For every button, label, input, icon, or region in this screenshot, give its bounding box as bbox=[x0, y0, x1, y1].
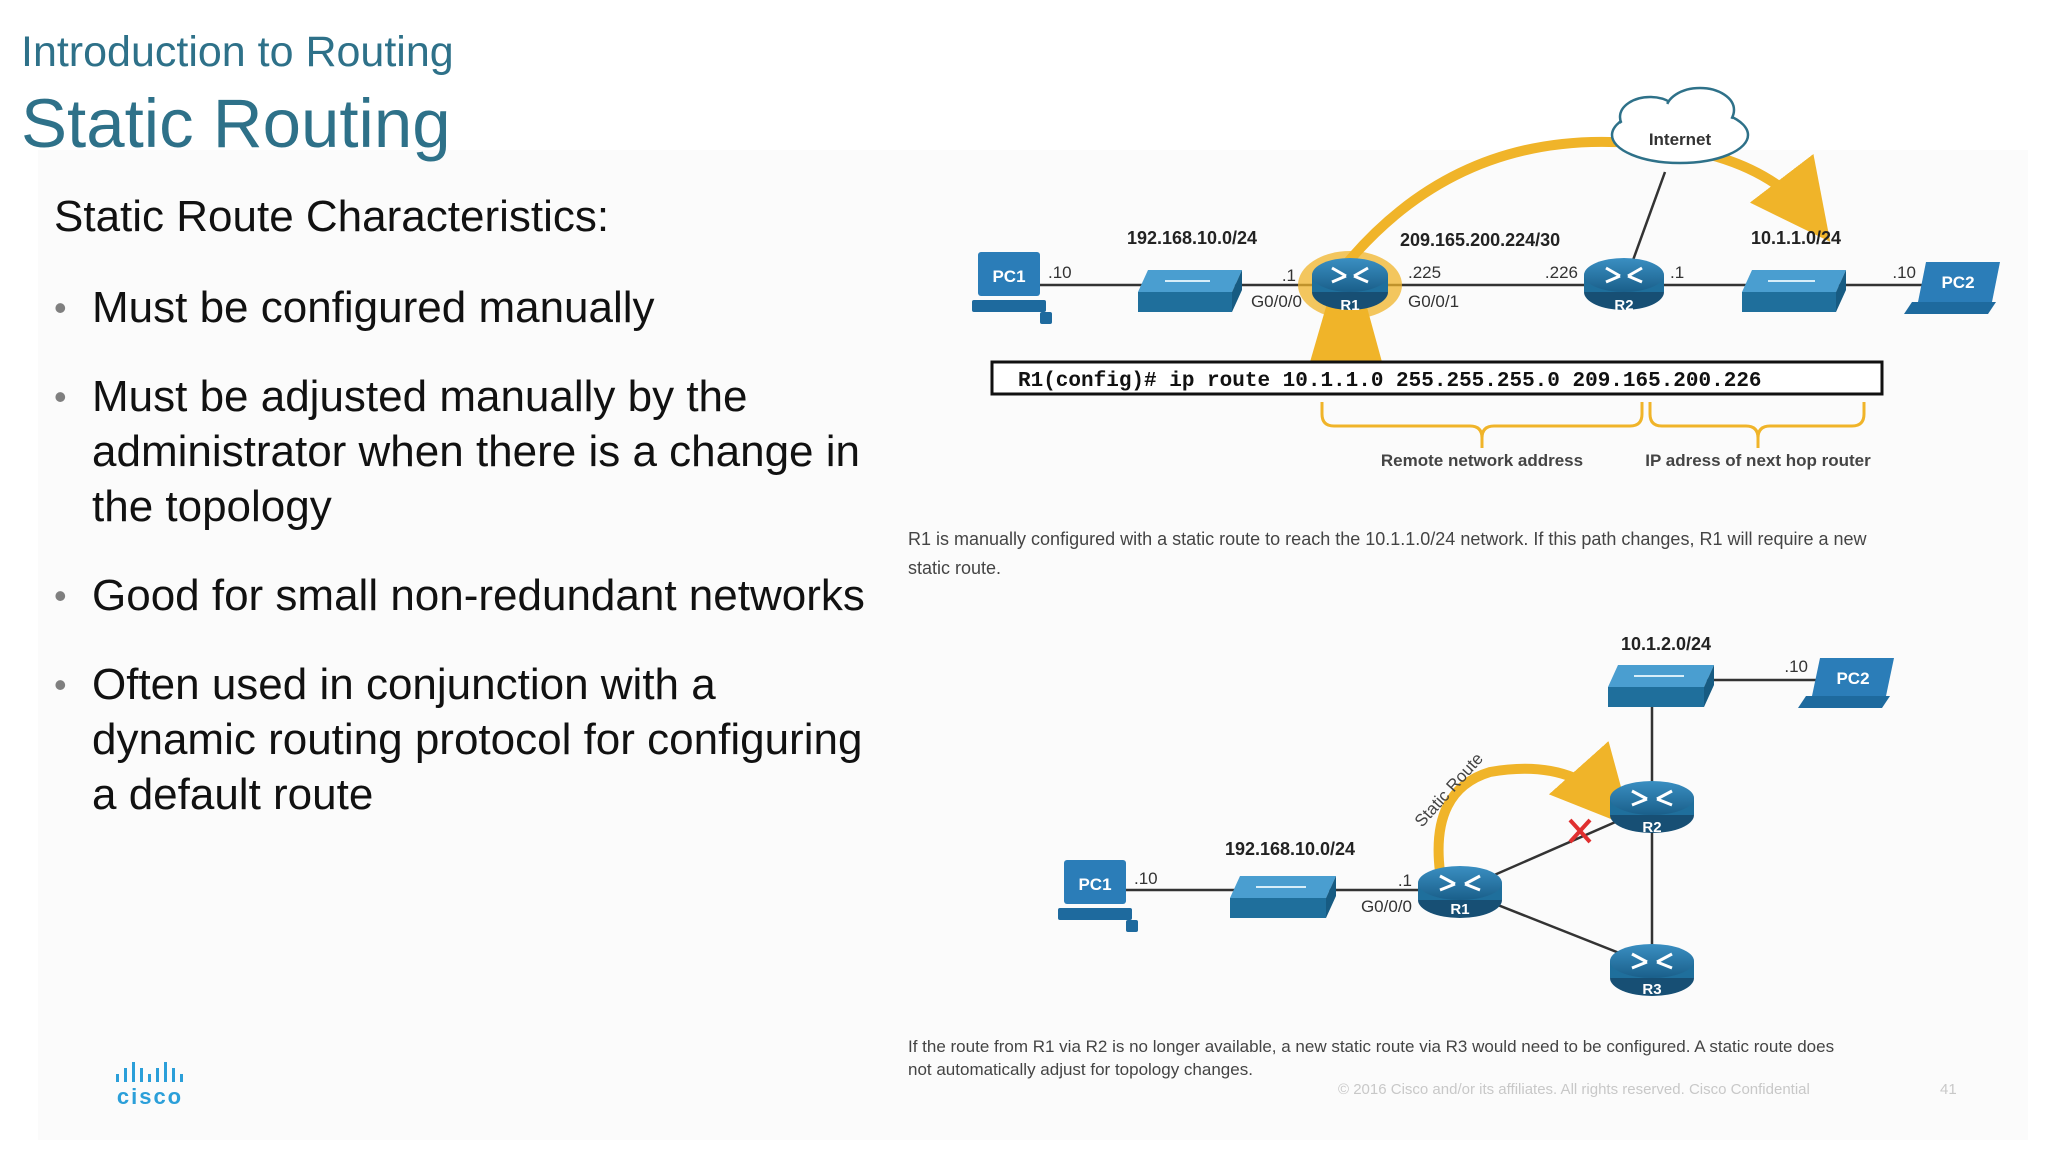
r2-right-host-label: .1 bbox=[1670, 263, 1684, 282]
bullet-dot: • bbox=[54, 287, 67, 328]
diagram-two: Static Route 10.1.2.0/24 192.168.10.0/24… bbox=[908, 634, 1894, 1079]
brace-next-hop bbox=[1648, 402, 1866, 448]
diagram1-caption-line1: R1 is manually configured with a static … bbox=[908, 529, 1868, 549]
diagram2-caption-line2: not automatically adjust for topology ch… bbox=[908, 1060, 1253, 1079]
diagram2-caption-line1: If the route from R1 via R2 is no longer… bbox=[908, 1037, 1834, 1056]
pc1-host-label: .10 bbox=[1048, 263, 1072, 282]
r3-label: R3 bbox=[1642, 981, 1661, 998]
router-r2-icon bbox=[1584, 258, 1664, 310]
command-text: R1(config)# ip route 10.1.1.0 255.255.25… bbox=[1018, 370, 1762, 393]
bullet-list: • Must be configured manually • Must be ad… bbox=[54, 280, 874, 856]
brace2-label: IP adress of next hop router bbox=[1645, 451, 1871, 470]
cisco-wordmark: cisco bbox=[117, 1084, 183, 1109]
footer-copyright: © 2016 Cisco and/or its affiliates. All … bbox=[1338, 1081, 1810, 1098]
r1-right-host-label: .225 bbox=[1408, 263, 1441, 282]
footer-page-number: 41 bbox=[1940, 1081, 1957, 1098]
internet-cloud-icon bbox=[1610, 86, 1750, 165]
bullet-item: • Good for small non-redundant networks bbox=[54, 568, 874, 623]
switch-left-icon bbox=[1138, 270, 1242, 312]
net-mid-label: 209.165.200.224/30 bbox=[1400, 230, 1560, 250]
static-route-arrow bbox=[1433, 741, 1633, 873]
pc1-host-label: .10 bbox=[1134, 869, 1158, 888]
diagram-one: Internet 192.168.10.0/24 209.165.200.224… bbox=[908, 86, 2000, 578]
content-heading: Static Route Characteristics: bbox=[54, 192, 610, 241]
router-r1-icon bbox=[1418, 866, 1502, 918]
switch-right-icon bbox=[1742, 270, 1846, 312]
pc1-label: PC1 bbox=[1078, 875, 1111, 894]
net-left-label: 192.168.10.0/24 bbox=[1127, 228, 1257, 248]
pc1-icon bbox=[1058, 860, 1138, 932]
r1-left-host-label: .1 bbox=[1282, 266, 1296, 285]
pc1-icon bbox=[972, 252, 1052, 324]
switch-top-icon bbox=[1608, 665, 1714, 707]
slide-title: Static Routing bbox=[21, 85, 451, 162]
r2-left-host-label: .226 bbox=[1545, 263, 1578, 282]
bullet-dot: • bbox=[54, 664, 67, 705]
bullet-text: Good for small non-redundant networks bbox=[92, 571, 865, 620]
bullet-text: Must be adjusted manually by the adminis… bbox=[92, 372, 860, 531]
r1-label: R1 bbox=[1340, 297, 1359, 314]
net-left-label: 192.168.10.0/24 bbox=[1225, 839, 1355, 859]
command-box bbox=[990, 360, 1884, 396]
bullet-item: • Must be adjusted manually by the admini… bbox=[54, 369, 874, 534]
bullet-dot: • bbox=[54, 575, 67, 616]
pc2-label: PC2 bbox=[1836, 669, 1869, 688]
brace-remote-network bbox=[1320, 402, 1644, 448]
pc1-label: PC1 bbox=[992, 267, 1025, 286]
r2-label: R2 bbox=[1642, 819, 1661, 836]
diagram1-caption-line2: static route. bbox=[908, 558, 1001, 578]
failed-link-icon bbox=[1568, 818, 1592, 844]
bullet-dot: • bbox=[54, 376, 67, 417]
router-r2-icon bbox=[1610, 781, 1694, 833]
bullet-item: • Must be configured manually bbox=[54, 280, 874, 335]
router-r3-icon bbox=[1610, 944, 1694, 996]
r1-right-port-label: G0/0/1 bbox=[1408, 292, 1459, 311]
r1-host-label: .1 bbox=[1398, 871, 1412, 890]
pc2-host-label: .10 bbox=[1784, 657, 1808, 676]
r1-label: R1 bbox=[1450, 901, 1469, 918]
switch-left-icon bbox=[1230, 876, 1336, 918]
r1-left-port-label: G0/0/0 bbox=[1251, 292, 1302, 311]
pc2-laptop-icon bbox=[1798, 658, 1894, 708]
router-r1-icon bbox=[1298, 251, 1402, 319]
cisco-logo bbox=[116, 1062, 183, 1082]
bullet-text: Often used in conjunction with a dynamic… bbox=[92, 660, 863, 819]
r1-port-label: G0/0/0 bbox=[1361, 897, 1412, 916]
slide-background bbox=[38, 150, 2028, 1140]
bullet-item: • Often used in conjunction with a dynami… bbox=[54, 657, 874, 822]
net-top-label: 10.1.2.0/24 bbox=[1621, 634, 1711, 654]
cloud-label: Internet bbox=[1649, 130, 1712, 149]
slide-subtitle: Introduction to Routing bbox=[21, 28, 454, 76]
pc2-label: PC2 bbox=[1941, 273, 1974, 292]
brace1-label: Remote network address bbox=[1381, 451, 1583, 470]
bullet-text: Must be configured manually bbox=[92, 283, 655, 332]
net-right-label: 10.1.1.0/24 bbox=[1751, 228, 1841, 248]
pc2-host-label: .10 bbox=[1892, 263, 1916, 282]
pc2-laptop-icon bbox=[1904, 262, 2000, 314]
r2-label: R2 bbox=[1614, 297, 1633, 314]
static-route-label: Static Route bbox=[1411, 749, 1487, 831]
